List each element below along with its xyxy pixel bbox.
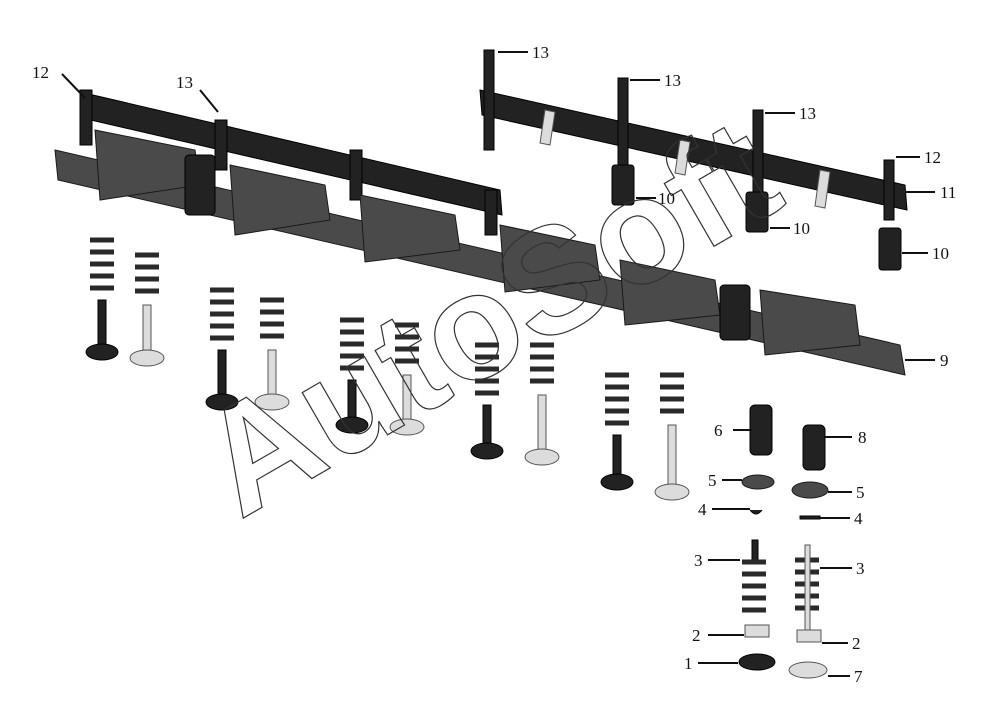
rocker-arm — [229, 164, 331, 236]
rail-bolt — [79, 89, 93, 146]
rocker-part-6 — [749, 404, 773, 456]
sleeve-10 — [878, 227, 902, 271]
callout-1: 1 — [684, 654, 693, 673]
callout-12: 12 — [32, 63, 49, 82]
callout-11: 11 — [940, 183, 956, 202]
callout-5: 5 — [708, 471, 717, 490]
callout-4: 4 — [698, 500, 707, 519]
callout-12: 12 — [924, 148, 941, 167]
rocker-arm — [359, 194, 461, 263]
rocker-shaft-assembly — [54, 89, 906, 376]
callout-2: 2 — [852, 634, 861, 653]
seal-2 — [796, 629, 822, 643]
collet-4 — [799, 515, 821, 520]
valve-pair — [205, 287, 290, 411]
sleeve-10 — [611, 164, 635, 206]
retainer-5 — [741, 474, 775, 490]
valve-7 — [788, 661, 828, 679]
valve-pair — [85, 237, 165, 367]
collet-4 — [749, 509, 763, 515]
callout-7: 7 — [854, 667, 863, 686]
callout-8: 8 — [858, 428, 867, 447]
actuator — [719, 284, 751, 341]
rocker-part-8 — [802, 424, 826, 471]
callout-13: 13 — [799, 104, 816, 123]
callout-13: 13 — [532, 43, 549, 62]
callout-labels: 12 13 13 13 13 12 11 10 10 10 9 6 8 5 5 … — [32, 43, 956, 686]
valve-pair — [470, 342, 560, 466]
valve-pair — [600, 372, 690, 501]
rocker-arm — [499, 224, 601, 293]
valve-set — [85, 237, 690, 501]
callout-9: 9 — [940, 351, 949, 370]
exploded-parts — [738, 404, 829, 679]
leader-lines — [61, 51, 935, 677]
rail-bolt — [484, 189, 498, 236]
valve-pair — [335, 317, 425, 436]
callout-3: 3 — [694, 551, 703, 570]
bolt-13 — [483, 49, 495, 151]
actuator — [184, 154, 216, 216]
callout-13: 13 — [664, 71, 681, 90]
upper-rail-exploded — [479, 49, 908, 271]
callout-6: 6 — [714, 421, 723, 440]
callout-2: 2 — [692, 626, 701, 645]
spring-3 — [742, 559, 766, 613]
retainer-5 — [791, 481, 829, 499]
callout-10: 10 — [932, 244, 949, 263]
seal-2 — [744, 624, 770, 638]
rail-bolt — [349, 149, 363, 201]
rail-bolt — [214, 119, 228, 171]
callout-5: 5 — [856, 483, 865, 502]
bolt-12 — [883, 159, 895, 221]
callout-10: 10 — [793, 219, 810, 238]
valve-1 — [738, 653, 776, 671]
callout-3: 3 — [856, 559, 865, 578]
callout-4: 4 — [854, 509, 863, 528]
rocker-arm — [759, 289, 861, 356]
callout-10: 10 — [658, 189, 675, 208]
callout-13: 13 — [176, 73, 193, 92]
sleeve-10 — [745, 191, 769, 233]
